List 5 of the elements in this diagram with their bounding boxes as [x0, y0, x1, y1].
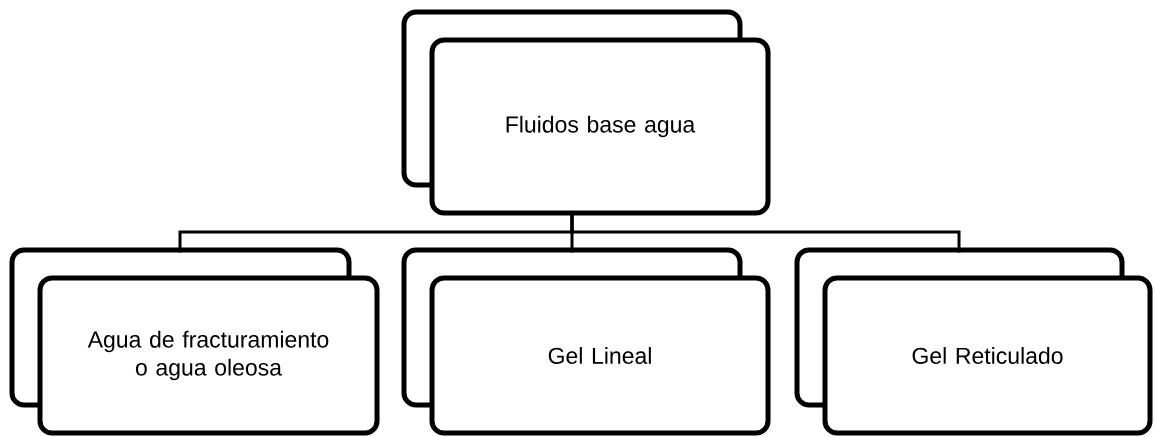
stacked-box: Fluidos base agua [401, 9, 771, 216]
stacked-box: Gel Reticulado [794, 247, 1153, 436]
connector-line [570, 213, 961, 253]
stacked-box: Gel Lineal [401, 247, 771, 436]
stacked-box: Agua de fracturamiento o agua oleosa [9, 247, 380, 436]
